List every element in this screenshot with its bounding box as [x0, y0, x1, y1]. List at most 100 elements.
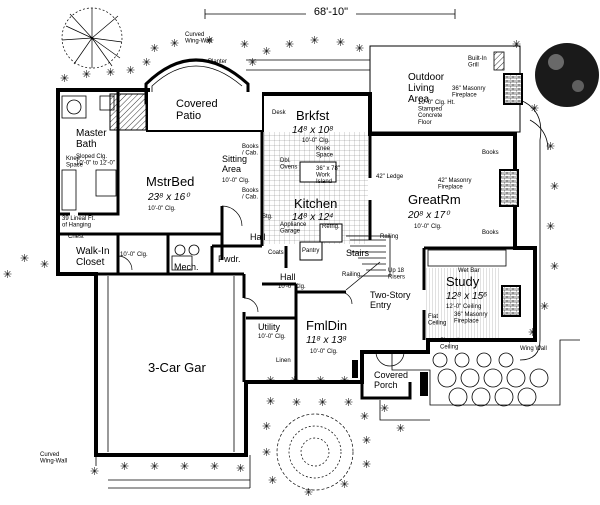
svg-text:✳: ✳: [546, 140, 555, 153]
svg-text:✳: ✳: [362, 458, 371, 471]
study-label: Study: [446, 274, 480, 289]
svg-text:✳: ✳: [262, 420, 271, 433]
svg-text:✳: ✳: [550, 260, 559, 273]
walkways: [246, 59, 580, 421]
svg-text:✳: ✳: [360, 410, 369, 423]
svg-text:✳: ✳: [142, 56, 151, 69]
greatrm-dim: 20⁸ x 17⁰: [407, 210, 451, 221]
overall-width-label: 68'-10": [314, 6, 348, 18]
round-shrubs: [432, 352, 549, 407]
garage-label: 3-Car Gar: [148, 360, 206, 375]
fmldin-label: FmlDin: [306, 318, 347, 333]
kitchen-label: Kitchen: [294, 196, 337, 211]
hall-top-label: Hall: [250, 232, 266, 242]
svg-text:✳: ✳: [120, 460, 129, 473]
svg-text:✳: ✳: [336, 36, 345, 49]
svg-text:✳: ✳: [170, 37, 179, 50]
wet-bar-note: Wet Bar: [458, 268, 480, 274]
svg-text:✳: ✳: [126, 64, 135, 77]
svg-text:✳: ✳: [150, 460, 159, 473]
study-clg: 12'-0" Ceiling: [446, 304, 481, 310]
greatrm-label: GreatRm: [408, 192, 461, 207]
fmldin-dim: 11⁸ x 13⁸: [306, 335, 347, 346]
utility-label: Utility: [258, 322, 280, 332]
planter-note: Planter: [208, 59, 227, 65]
tree-top-right: [535, 43, 599, 107]
svg-text:✳: ✳: [340, 478, 349, 491]
mstrbed-label: MstrBed: [146, 174, 194, 189]
svg-text:✳: ✳: [60, 72, 69, 85]
wing-wall-note: Wing Wall: [520, 346, 547, 352]
mech-label: Mech.: [174, 262, 199, 272]
fmldin-clg: 10'-0" Clg.: [310, 349, 338, 355]
stg-note: Stg.: [262, 214, 273, 220]
svg-text:✳: ✳: [82, 68, 91, 81]
svg-text:✳: ✳: [240, 38, 249, 51]
garage-interior: [95, 244, 251, 489]
brkfst-label: Brkfst: [296, 108, 330, 123]
books-cab-note-2: Books/ Cab.: [242, 188, 259, 201]
books-note-1: Books: [482, 150, 499, 156]
kitchen-tile: [264, 132, 368, 261]
svg-text:✳: ✳: [540, 300, 549, 313]
svg-text:✳: ✳: [210, 460, 219, 473]
study-dim: 12⁸ x 15⁶: [446, 291, 487, 302]
svg-text:✳: ✳: [355, 42, 364, 55]
svg-text:✳: ✳: [318, 396, 327, 409]
hall-label: Hall: [280, 272, 296, 282]
svg-text:✳: ✳: [262, 45, 271, 58]
ledge-note: 42" Ledge: [376, 174, 404, 180]
svg-text:✳: ✳: [530, 102, 539, 115]
books-cab-note-1: Books/ Cab.: [242, 144, 259, 157]
svg-text:✳: ✳: [396, 422, 405, 435]
sitting-area-clg: 10'-0" Clg.: [222, 178, 250, 184]
brkfst-dim: 14⁸ x 10⁸: [292, 125, 333, 136]
svg-text:✳: ✳: [248, 56, 257, 69]
books-note-2: Books: [482, 230, 499, 236]
hall-clg: 10'-0" Clg.: [278, 284, 306, 290]
svg-text:✳: ✳: [266, 395, 275, 408]
utility-clg: 10'-0" Clg.: [258, 334, 286, 340]
pantry-note: Pantry: [302, 248, 319, 254]
railing-note-2: Railing: [342, 272, 360, 278]
svg-text:✳: ✳: [362, 434, 371, 447]
svg-text:✳: ✳: [304, 486, 313, 499]
dbl-oven-note: Dbl.Ovens: [280, 158, 297, 171]
svg-text:✳: ✳: [310, 34, 319, 47]
svg-text:✳: ✳: [3, 268, 12, 281]
pwdr-label: Pwdr.: [218, 254, 241, 264]
mstrbed-clg: 10'-0" Clg.: [148, 206, 176, 212]
svg-text:✳: ✳: [380, 402, 389, 415]
stairs-drawing: [345, 235, 391, 291]
svg-text:✳: ✳: [528, 326, 537, 339]
mstrbed-dim: 23⁸ x 16⁰: [147, 192, 191, 203]
railing-note-1: Railing: [380, 234, 398, 240]
desk-note: Desk: [272, 110, 287, 116]
refrig-note: Refrig.: [322, 224, 340, 230]
chest-note: Chest: [68, 234, 84, 240]
bath-fixtures: [61, 95, 117, 211]
svg-text:✳: ✳: [180, 460, 189, 473]
svg-text:✳: ✳: [205, 34, 214, 47]
svg-text:✳: ✳: [90, 465, 99, 478]
greatrm-clg: 10'-0" Clg.: [414, 224, 442, 230]
svg-text:✳: ✳: [150, 42, 159, 55]
interior-walls: [58, 90, 515, 400]
svg-text:✳: ✳: [344, 396, 353, 409]
svg-text:✳: ✳: [550, 180, 559, 193]
